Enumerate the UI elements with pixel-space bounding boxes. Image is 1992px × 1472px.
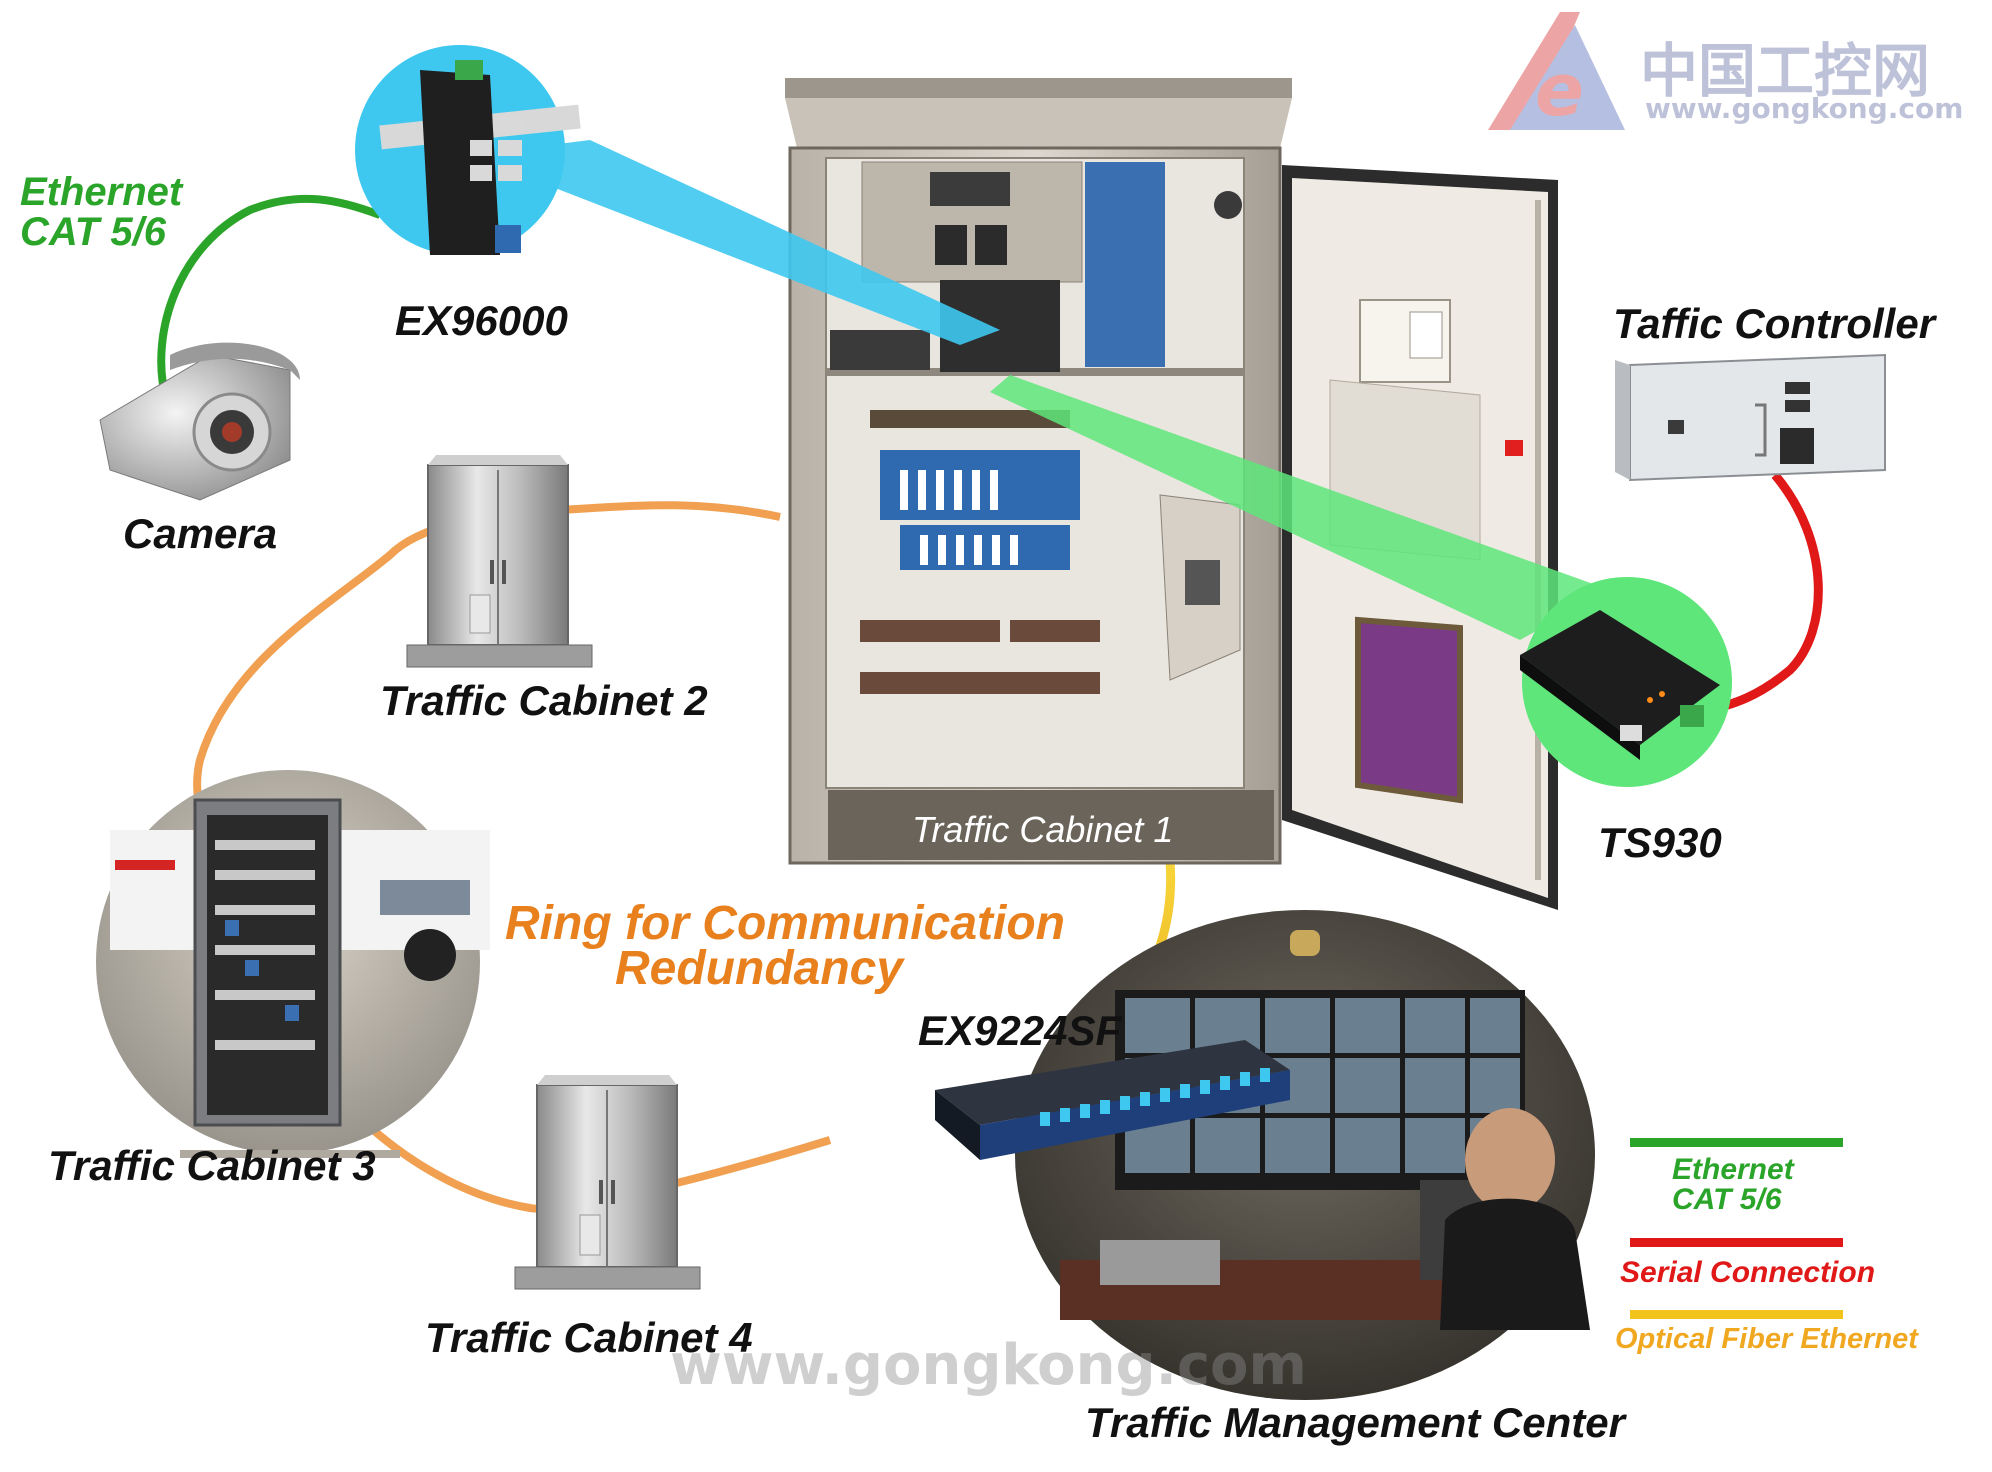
- ex96000-label: EX96000: [395, 297, 568, 344]
- ex9224sf-label: EX9224SF: [918, 1007, 1122, 1054]
- ex96000-device: [355, 45, 581, 255]
- traffic-cabinet-1: [785, 78, 1292, 865]
- traffic-controller-device: [1615, 353, 1886, 482]
- ring-redundancy-title-line2: Redundancy: [615, 942, 904, 995]
- traffic-management-center-photo: [1015, 910, 1595, 1400]
- traffic-cabinet-2-label: Traffic Cabinet 2: [380, 677, 708, 724]
- traffic-cabinet-4-label: Traffic Cabinet 4: [425, 1314, 753, 1361]
- camera-label: Camera: [123, 510, 278, 557]
- legend-serial-label: Serial Connection: [1620, 1256, 1876, 1289]
- legend-ethernet-line1: Ethernet: [1672, 1153, 1794, 1186]
- traffic-cabinet-2-icon: [406, 455, 593, 668]
- legend-fiber-swatch: [1630, 1310, 1843, 1319]
- traffic-controller-label: Taffic Controller: [1613, 300, 1936, 347]
- ts930-highlight-beam: [990, 375, 1610, 640]
- serial-connection: [1699, 472, 1823, 717]
- traffic-management-center-label: Traffic Management Center: [1085, 1399, 1625, 1446]
- ethernet-connection: [157, 194, 382, 396]
- traffic-cabinet-4-icon: [514, 1075, 701, 1290]
- ex96000-highlight-beam: [470, 140, 1000, 345]
- ring-redundancy-title-line1: Ring for Communication: [505, 897, 1065, 950]
- legend-ethernet-swatch: [1630, 1138, 1843, 1147]
- ts930-device: [1520, 577, 1732, 787]
- watermark-logo-url: www.gongkong.com: [1645, 92, 1964, 125]
- legend-ethernet-line2: CAT 5/6: [1672, 1183, 1782, 1216]
- watermark-logo-chinese: 中国工控网: [1640, 37, 1931, 105]
- gongkong-logo-icon: e: [1488, 12, 1625, 132]
- camera-device: [99, 342, 300, 501]
- ethernet-cat-label: Ethernet CAT 5/6: [20, 170, 183, 254]
- svg-text:e: e: [1535, 48, 1584, 132]
- watermark-bottom: www.gongkong.com: [670, 1333, 1307, 1398]
- traffic-cabinet-1-label: Traffic Cabinet 1: [912, 809, 1174, 850]
- legend-serial-swatch: [1630, 1238, 1843, 1247]
- ts930-label: TS930: [1598, 819, 1722, 866]
- traffic-cabinet-3-photo: [96, 770, 490, 1158]
- traffic-cabinet-3-label: Traffic Cabinet 3: [48, 1142, 376, 1189]
- ex9224sf-device: [935, 1040, 1290, 1160]
- legend-fiber-label: Optical Fiber Ethernet: [1615, 1323, 1918, 1355]
